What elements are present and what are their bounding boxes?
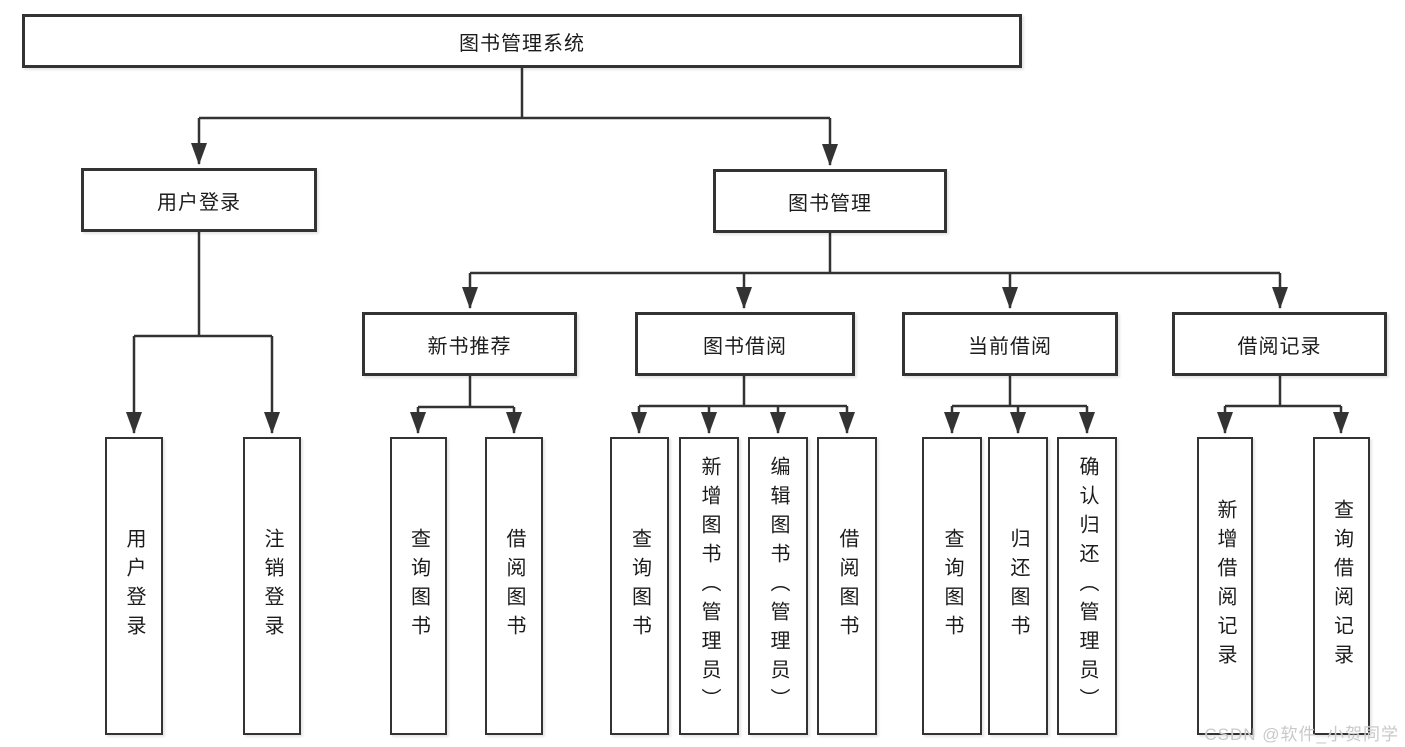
leaf-confirm-return-admin: 确认归还（管理员） xyxy=(1057,437,1117,735)
leaf-query-borrow-record: 查询借阅记录 xyxy=(1313,437,1370,735)
leaf-query-borrow-record-label: 查询借阅记录 xyxy=(1330,499,1353,673)
leaf-user-login-label: 用户登录 xyxy=(123,528,145,644)
node-new-book-recommend-label: 新书推荐 xyxy=(427,335,512,358)
leaf-add-books-admin: 新增图书（管理员） xyxy=(679,437,739,735)
node-new-book-recommend: 新书推荐 xyxy=(362,312,577,376)
leaf-add-borrow-record: 新增借阅记录 xyxy=(1197,437,1253,735)
node-user-login-label: 用户登录 xyxy=(157,191,241,214)
leaf-add-books-admin-label: 新增图书（管理员） xyxy=(698,455,720,717)
leaf-edit-books-admin-label: 编辑图书（管理员） xyxy=(767,455,789,717)
node-current-borrowing: 当前借阅 xyxy=(902,312,1118,376)
node-root: 图书管理系统 xyxy=(22,14,1022,68)
node-book-borrowing: 图书借阅 xyxy=(635,312,855,376)
leaf-borrow-books-recommend-label: 借阅图书 xyxy=(503,528,525,644)
node-borrowing-records: 借阅记录 xyxy=(1172,312,1387,376)
node-book-management-label: 图书管理 xyxy=(788,192,872,215)
leaf-confirm-return-admin-label: 确认归还（管理员） xyxy=(1076,455,1098,717)
leaf-borrow-books-label: 借阅图书 xyxy=(836,528,858,644)
watermark: CSDN @软件_小贺同学 xyxy=(1204,725,1399,744)
leaf-query-books-current-label: 查询图书 xyxy=(941,528,963,644)
node-current-borrowing-label: 当前借阅 xyxy=(968,335,1052,358)
leaf-return-books-label: 归还图书 xyxy=(1007,528,1029,644)
node-book-management: 图书管理 xyxy=(713,169,947,233)
leaf-add-borrow-record-label: 新增借阅记录 xyxy=(1214,499,1236,673)
leaf-query-books-recommend: 查询图书 xyxy=(390,437,447,735)
node-root-label: 图书管理系统 xyxy=(459,32,585,55)
node-book-borrowing-label: 图书借阅 xyxy=(703,335,787,358)
leaf-borrow-books-recommend: 借阅图书 xyxy=(485,437,543,735)
node-borrowing-records-label: 借阅记录 xyxy=(1237,335,1322,358)
leaf-user-login: 用户登录 xyxy=(105,437,163,735)
leaf-return-books: 归还图书 xyxy=(988,437,1048,735)
leaf-query-books-borrowing: 查询图书 xyxy=(610,437,669,735)
leaf-borrow-books: 借阅图书 xyxy=(817,437,877,735)
leaf-query-books-recommend-label: 查询图书 xyxy=(407,528,430,644)
node-user-login: 用户登录 xyxy=(81,168,317,232)
leaf-query-books-borrowing-label: 查询图书 xyxy=(628,528,651,644)
leaf-logout-label: 注销登录 xyxy=(261,528,283,644)
leaf-edit-books-admin: 编辑图书（管理员） xyxy=(748,437,808,735)
leaf-logout: 注销登录 xyxy=(243,437,301,735)
leaf-query-books-current: 查询图书 xyxy=(922,437,982,735)
